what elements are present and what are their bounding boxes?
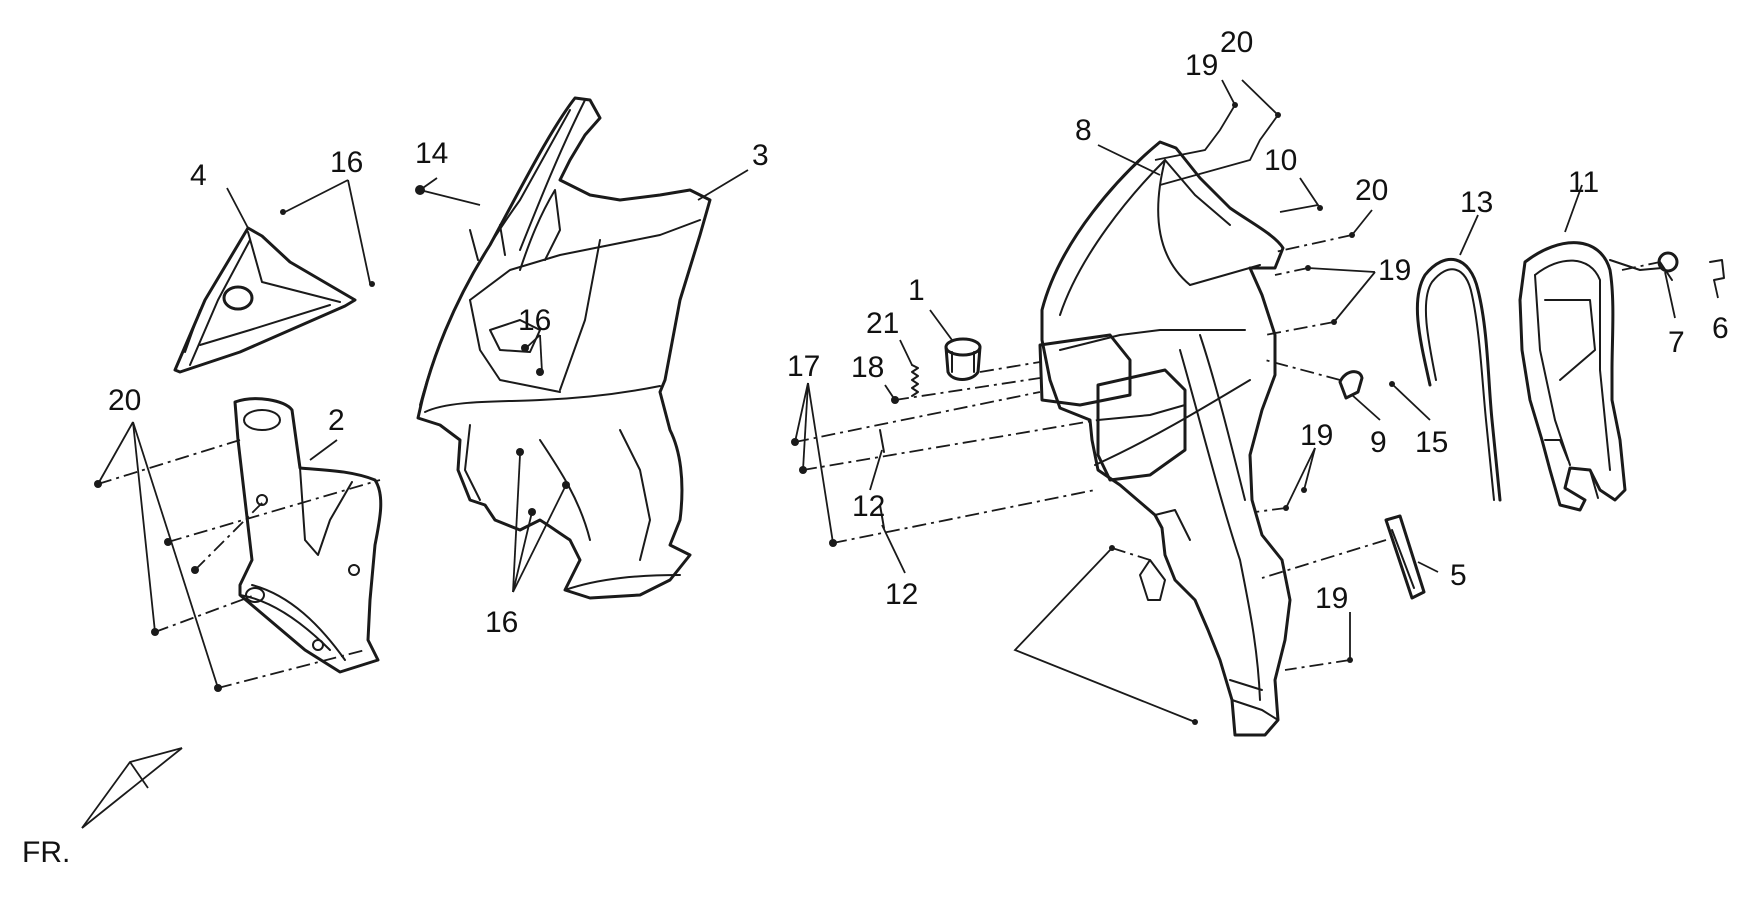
callout-19d: 19 <box>1315 582 1348 615</box>
callout-11: 11 <box>1568 166 1599 199</box>
part-9-clip <box>1338 370 1364 400</box>
part-4-front-cover <box>173 226 357 374</box>
callout-20b: 20 <box>1355 174 1388 207</box>
callout-16c: 16 <box>485 606 518 639</box>
part-1-cap <box>944 337 982 381</box>
callout-21: 21 <box>866 307 899 340</box>
callout-15: 15 <box>1415 426 1448 459</box>
part-6-bolt <box>1709 259 1725 281</box>
part-5-plate <box>1384 514 1426 600</box>
callout-8: 8 <box>1075 114 1092 147</box>
callout-20a: 20 <box>1220 26 1253 59</box>
callout-6: 6 <box>1712 312 1729 345</box>
part-21-spring <box>911 364 919 397</box>
callout-1: 1 <box>908 274 925 307</box>
callout-2: 2 <box>328 404 345 437</box>
part-13-seal-strip <box>1415 257 1502 502</box>
part-7-clip <box>1657 251 1679 281</box>
fasteners <box>94 102 1395 725</box>
callout-13: 13 <box>1460 186 1493 219</box>
callout-17: 17 <box>787 350 820 383</box>
callout-3: 3 <box>752 139 769 172</box>
callout-9: 9 <box>1370 426 1387 459</box>
callout-5: 5 <box>1450 559 1467 592</box>
callout-19b: 19 <box>1378 254 1411 287</box>
assembly-lines <box>97 79 1719 723</box>
callout-16a: 16 <box>330 146 363 179</box>
front-indicator-label: FR. <box>22 836 70 869</box>
callout-18: 18 <box>851 351 884 384</box>
callout-10: 10 <box>1264 144 1297 177</box>
callout-7: 7 <box>1668 326 1685 359</box>
front-direction-arrow <box>81 747 183 829</box>
part-11-side-frame <box>1518 241 1663 512</box>
callout-labels: 1 2 3 4 5 6 7 8 9 10 11 12 12 13 14 15 1… <box>22 26 1729 869</box>
callout-19a: 19 <box>1185 49 1218 82</box>
callout-20c: 20 <box>108 384 141 417</box>
callout-4: 4 <box>190 159 207 192</box>
part-3-front-shield <box>416 96 712 600</box>
part-2-inner-cover <box>233 397 383 674</box>
callout-19c: 19 <box>1300 419 1333 452</box>
callout-12a: 12 <box>852 490 885 523</box>
callout-12b: 12 <box>885 578 918 611</box>
callout-16b: 16 <box>518 304 551 337</box>
part-8-leg-shield <box>1038 140 1292 737</box>
callout-14: 14 <box>415 137 448 170</box>
